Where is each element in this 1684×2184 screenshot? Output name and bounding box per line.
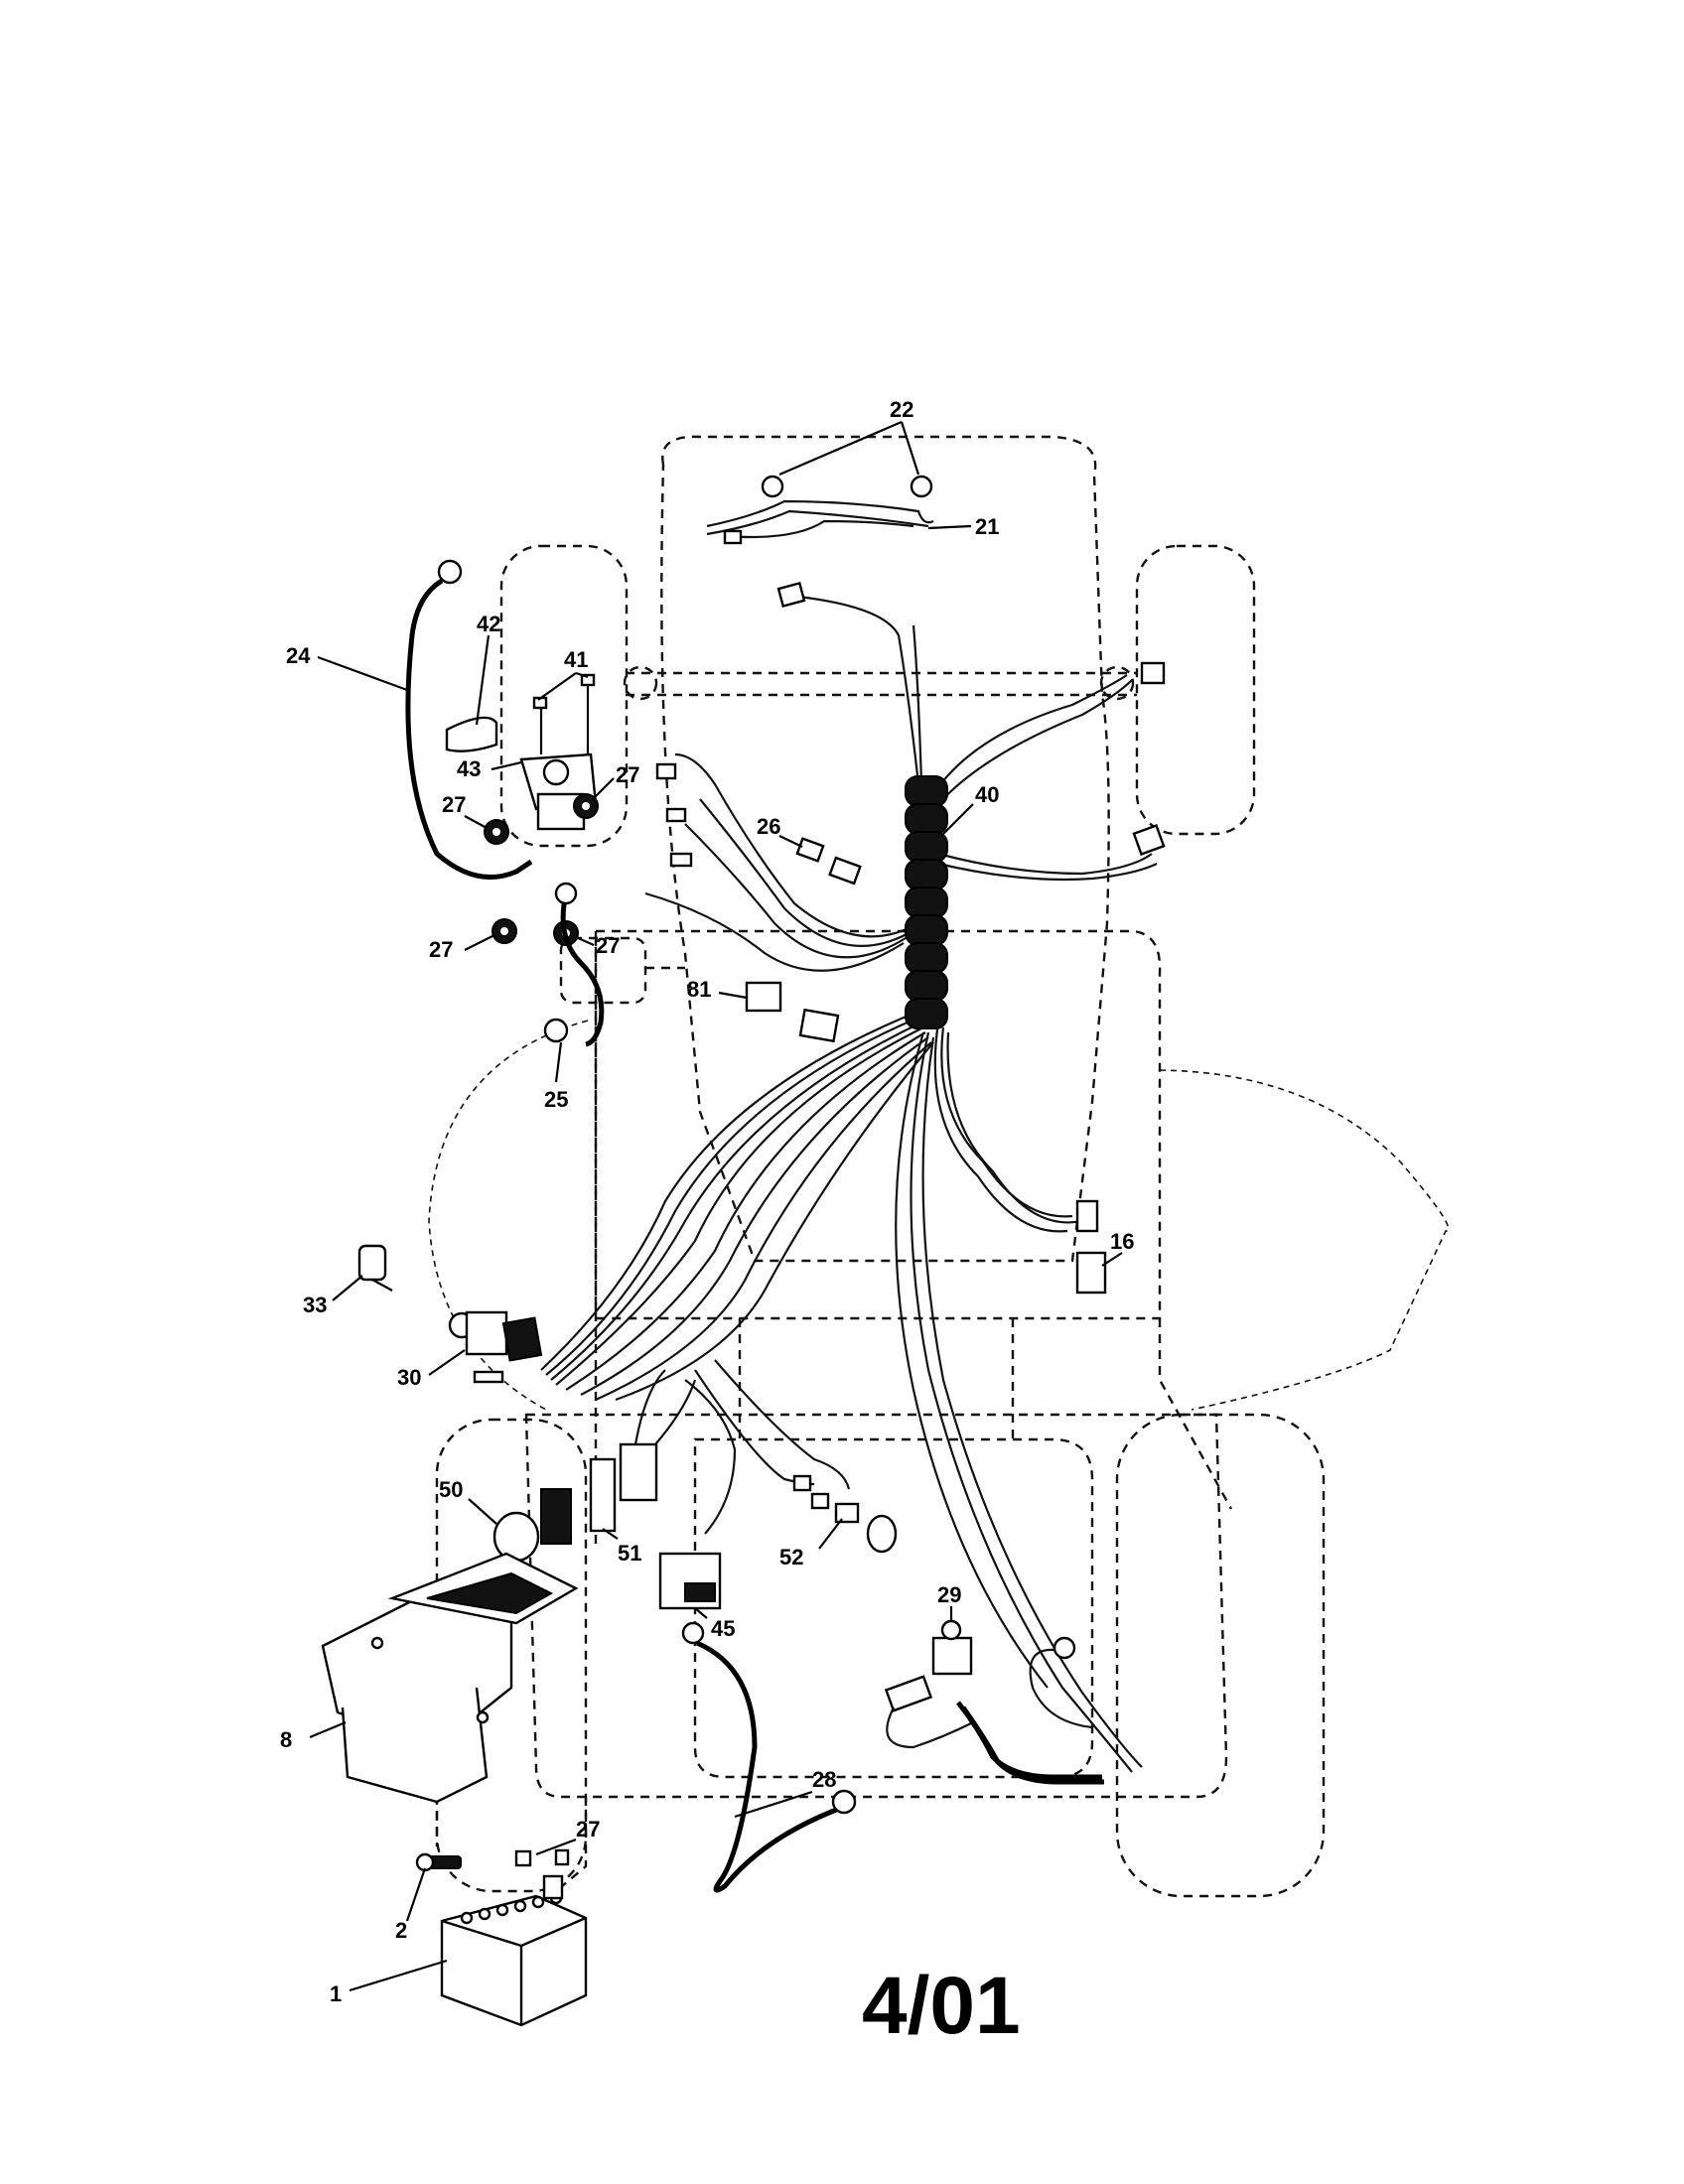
cable-28 bbox=[681, 1621, 857, 1893]
callout-43: 43 bbox=[457, 756, 481, 781]
headlight-bulb-left bbox=[761, 475, 784, 498]
callout-2: 2 bbox=[395, 1918, 407, 1943]
leader-lines bbox=[309, 420, 1123, 1992]
cable-25 bbox=[543, 882, 605, 1047]
seat-switch-29 bbox=[884, 1619, 1104, 1785]
frame-right-rail bbox=[1158, 1318, 1233, 1510]
main-harness-40 bbox=[540, 594, 1158, 1773]
callout-labels: 22 21 24 42 41 43 27 27 27 27 40 26 81 2… bbox=[280, 397, 1134, 2006]
battery-tray-8 bbox=[321, 1552, 579, 1804]
callout-50: 50 bbox=[439, 1477, 463, 1502]
callout-30: 30 bbox=[397, 1365, 421, 1390]
plate-51 bbox=[589, 1457, 617, 1533]
switch-16 bbox=[1075, 1251, 1107, 1295]
battery-bolt-2 bbox=[415, 1848, 570, 1872]
callout-29: 29 bbox=[937, 1582, 961, 1607]
harness-connectors bbox=[655, 661, 1166, 1295]
left-spindle bbox=[623, 665, 658, 701]
callout-27-lower-left: 27 bbox=[429, 937, 453, 962]
deck-left-curve bbox=[428, 1020, 589, 1411]
callout-81: 81 bbox=[687, 977, 711, 1002]
front-right-wheel bbox=[1135, 544, 1256, 836]
callout-26: 26 bbox=[757, 814, 780, 839]
callout-8: 8 bbox=[280, 1727, 292, 1752]
callout-25: 25 bbox=[544, 1087, 568, 1112]
callout-22: 22 bbox=[890, 397, 913, 422]
seat-tunnel bbox=[738, 1318, 1015, 1439]
fuse-26b bbox=[828, 856, 862, 886]
key-33 bbox=[357, 1244, 393, 1292]
callout-27-lower-right: 27 bbox=[596, 933, 620, 958]
callout-40: 40 bbox=[975, 782, 999, 807]
relay-81 bbox=[745, 981, 782, 1013]
solenoid-assembly bbox=[445, 673, 599, 946]
battery-1 bbox=[440, 1874, 588, 2027]
connector-52 bbox=[834, 1502, 860, 1524]
callout-1: 1 bbox=[330, 1981, 342, 2006]
lamp-50 bbox=[492, 1511, 540, 1563]
rear-body-outline bbox=[524, 1413, 1228, 1799]
callout-42: 42 bbox=[477, 612, 500, 636]
callout-52: 52 bbox=[779, 1545, 803, 1570]
headlight-harness-21 bbox=[706, 475, 934, 609]
callout-33: 33 bbox=[303, 1293, 327, 1317]
callout-16: 16 bbox=[1110, 1229, 1134, 1254]
fuse-26a bbox=[795, 837, 825, 863]
callout-28: 28 bbox=[812, 1767, 836, 1792]
callout-27-upper-right: 27 bbox=[616, 762, 639, 787]
lower-coil bbox=[956, 1701, 1104, 1785]
lower-left-parts bbox=[492, 1369, 697, 1563]
boot-42 bbox=[445, 716, 498, 752]
callout-27-battery: 27 bbox=[576, 1817, 600, 1842]
hood-outline bbox=[660, 435, 1110, 1263]
lower-center-parts bbox=[658, 1359, 898, 1610]
ignition-switch-30 bbox=[448, 1310, 543, 1384]
fender-outline bbox=[693, 1437, 1094, 1779]
bulb-52 bbox=[866, 1514, 898, 1554]
right-spindle bbox=[1099, 665, 1135, 701]
front-left-wheel bbox=[499, 544, 629, 848]
deck-right-curve bbox=[1159, 1069, 1450, 1411]
callout-21: 21 bbox=[975, 514, 999, 539]
callout-45: 45 bbox=[711, 1616, 735, 1641]
rear-right-wheel bbox=[1115, 1413, 1326, 1898]
headlight-bulb-right bbox=[910, 475, 933, 498]
harness-coil bbox=[905, 775, 948, 1029]
front-axle bbox=[626, 671, 1137, 697]
callout-41: 41 bbox=[564, 647, 588, 672]
callout-27-upper-left: 27 bbox=[442, 792, 466, 817]
solenoid-bracket-outline bbox=[559, 936, 647, 1005]
cable-24 bbox=[405, 559, 533, 881]
callout-24: 24 bbox=[286, 643, 311, 668]
revision-date: 4/01 bbox=[862, 1961, 1021, 2051]
callout-51: 51 bbox=[618, 1541, 641, 1566]
